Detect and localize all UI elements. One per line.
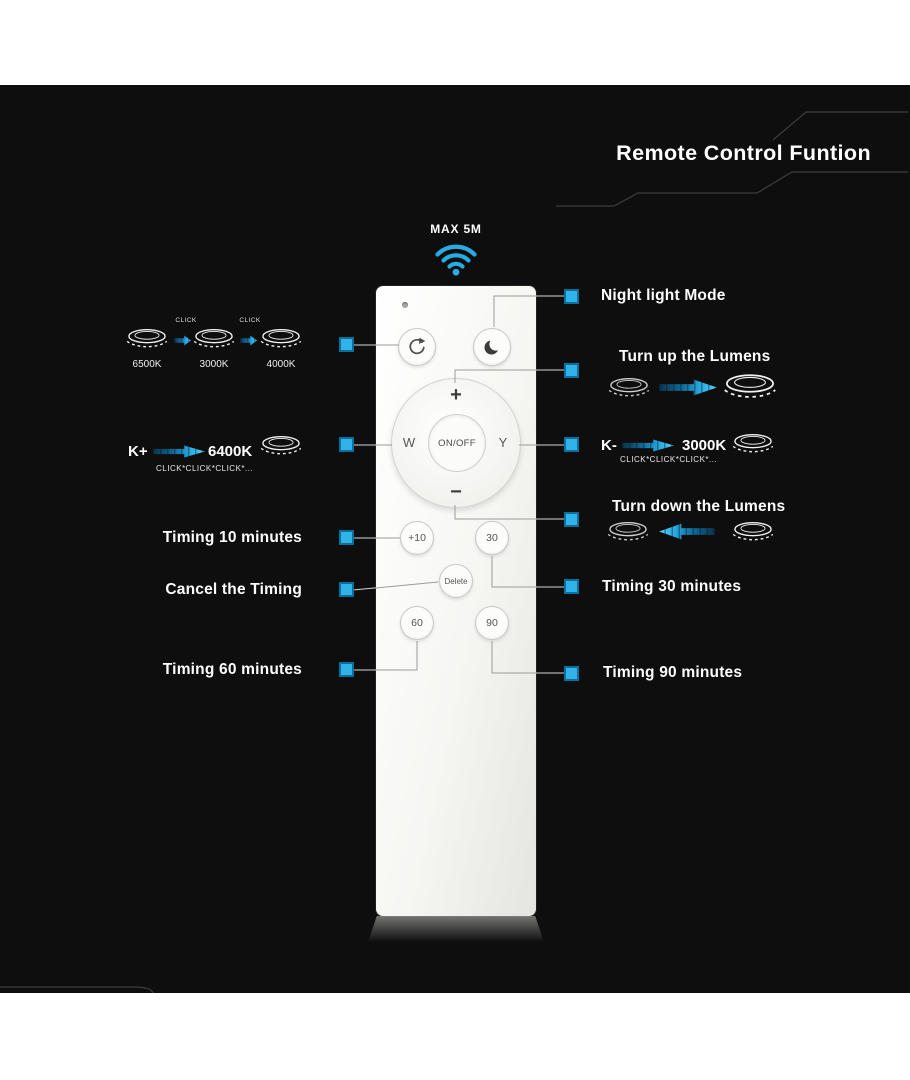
timer-90-button: 90 (475, 606, 509, 640)
color-temp-label: 3000K (199, 359, 229, 370)
click-label: CLICK (239, 317, 261, 324)
timing-30-label: Timing 30 minutes (602, 578, 742, 595)
k-plus-label: K+ (128, 443, 148, 460)
k-minus-label: K- (601, 437, 617, 454)
timer-60-button: 60 (400, 606, 434, 640)
step-arrow-icon (240, 335, 257, 346)
k-minus-temp: 3000K (682, 437, 727, 454)
ceiling-light-icon (260, 436, 302, 455)
timing-60-label: Timing 60 minutes (162, 661, 302, 678)
gradient-arrow-icon (622, 439, 674, 452)
dimmer-pad: + − W Y ON/OFF (391, 378, 521, 508)
k-plus-temp: 6400K (208, 443, 253, 460)
color-cycle-button (398, 328, 436, 366)
remote-control: + − W Y ON/OFF +10 30 Delete 60 90 (376, 286, 536, 916)
color-temp-label: 4000K (266, 359, 296, 370)
timing-10-label: Timing 10 minutes (162, 529, 302, 546)
ceiling-light-icon (193, 329, 235, 348)
ceiling-light-icon (607, 522, 649, 541)
wifi-icon (435, 244, 477, 276)
click-label: CLICK (175, 317, 197, 324)
ceiling-light-icon (732, 522, 774, 541)
yellow-label: Y (498, 435, 508, 450)
brightness-down-label: − (450, 481, 462, 503)
ceiling-light-icon (732, 434, 774, 453)
gradient-arrow-icon (153, 445, 205, 458)
max-range-label: MAX 5M (430, 222, 482, 236)
step-arrow-icon (174, 335, 191, 346)
ceiling-light-icon (608, 378, 650, 397)
turn-down-label: Turn down the Lumens (612, 498, 786, 515)
on-off-button: ON/OFF (428, 414, 486, 472)
timing-90-label: Timing 90 minutes (603, 664, 743, 681)
color-temp-label: 6500K (132, 359, 162, 370)
page-title: Remote Control Funtion (616, 141, 871, 165)
brightness-up-label: + (450, 384, 462, 406)
remote-shadow (368, 916, 544, 942)
click-sequence-label: CLICK*CLICK*CLICK*... (156, 464, 254, 473)
timer-10-button: +10 (400, 521, 434, 555)
warm-white-label: W (402, 435, 416, 450)
timer-30-button: 30 (475, 521, 509, 555)
moon-icon (484, 337, 502, 355)
timer-delete-button: Delete (439, 564, 473, 598)
cycle-arrow-icon (409, 337, 426, 355)
night-light-button (473, 328, 511, 366)
ceiling-light-icon (260, 329, 302, 348)
ceiling-light-icon (126, 329, 168, 348)
cancel-timing-label: Cancel the Timing (165, 581, 302, 598)
click-sequence-label: CLICK*CLICK*CLICK*... (620, 455, 718, 464)
ceiling-light-icon (723, 374, 777, 398)
night-light-label: Night light Mode (601, 287, 726, 304)
turn-up-label: Turn up the Lumens (619, 348, 771, 365)
ir-led-dot (402, 302, 408, 308)
